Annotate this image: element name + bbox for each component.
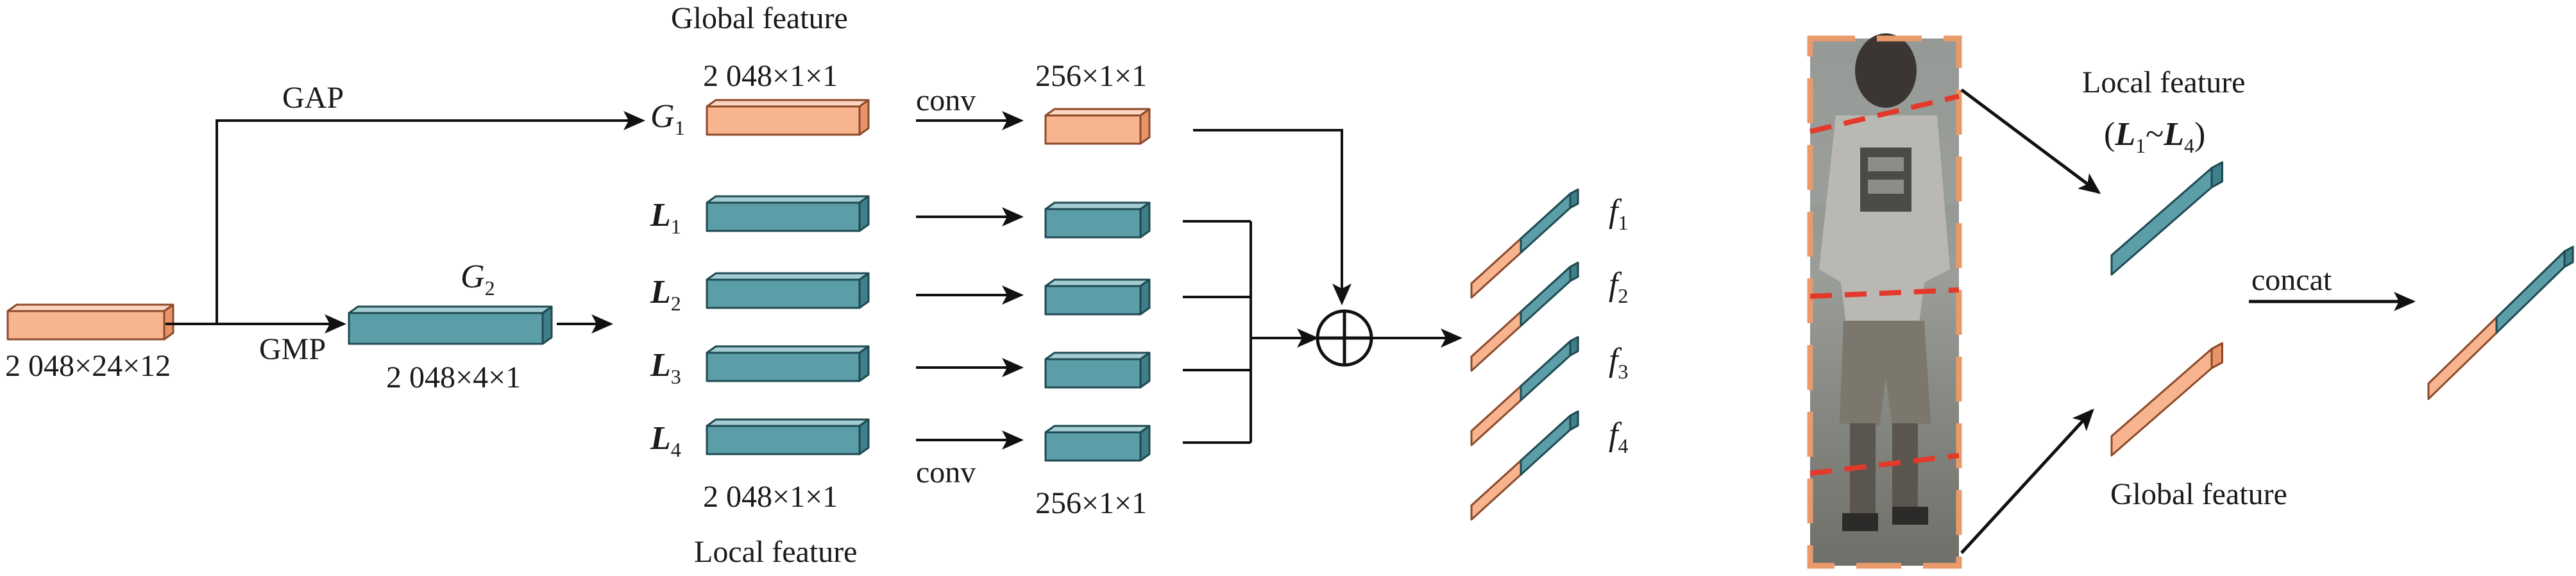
gap-branch-line [216, 111, 645, 324]
concat-feature-bar [2427, 246, 2574, 400]
g2-label: G2 [461, 258, 495, 300]
partition-line-3 [1809, 453, 1960, 476]
g1-label: G1 [650, 98, 685, 139]
f3-feature-bar [1470, 335, 1579, 446]
g1-to-sum-line [1193, 129, 1352, 305]
local-label-2: L2 [650, 274, 681, 315]
global-feature-right-label: Global feature [2110, 477, 2287, 511]
partition-line-1 [1809, 94, 1960, 134]
reduced-dim-bottom-label: 256×1×1 [1035, 486, 1147, 520]
conv-bottom-label: conv [916, 455, 976, 489]
conv-top-label: conv [916, 83, 976, 117]
l2-block [706, 272, 870, 309]
f4-label: f4 [1609, 416, 1628, 457]
reduced-dim-top-label: 256×1×1 [1035, 59, 1147, 93]
l4-block [706, 418, 870, 455]
partition-line-2 [1809, 287, 1960, 299]
gmp-label: GMP [259, 332, 326, 366]
f3-label: f3 [1609, 342, 1628, 383]
l3-reduced-block [1044, 352, 1151, 389]
pedestrian-image [1807, 33, 1962, 569]
feature-blocks [6, 99, 2574, 521]
f1-label: f1 [1609, 193, 1628, 234]
global-dim-label: 2 048×1×1 [703, 59, 838, 93]
l1-reduced-block [1044, 201, 1151, 239]
f1-feature-bar [1470, 188, 1579, 299]
local-label-3: L3 [650, 347, 681, 388]
l4-reduced-block [1044, 425, 1151, 462]
g2-block [348, 305, 553, 345]
image-border [1807, 35, 1962, 569]
global-feature-title: Global feature [671, 1, 848, 35]
image-to-global-arrow [1960, 409, 2094, 554]
global-feature-bar [2110, 342, 2223, 457]
l1-block [706, 195, 870, 232]
labels: 2 048×24×12 GAP GMP G2 2 048×4×1 Global … [5, 1, 2332, 569]
g2-dim-label: 2 048×4×1 [386, 360, 521, 394]
g1-block [706, 99, 870, 136]
gap-label: GAP [282, 81, 344, 115]
local-feature-right-label: Local feature [2082, 65, 2245, 99]
local-feature-bottom-label: Local feature [694, 535, 857, 569]
local-dim-label: 2 048×1×1 [703, 480, 838, 514]
person-head [1855, 33, 1917, 108]
f2-feature-bar [1470, 261, 1579, 372]
f4-feature-bar [1470, 410, 1579, 521]
image-to-local-arrow [1960, 88, 2101, 194]
connections [165, 111, 1462, 450]
sum-operator-icon [1316, 309, 1373, 367]
local-range-label: (L1~L4) [2104, 116, 2205, 157]
g1-reduced-block [1044, 108, 1151, 145]
person-shirt [1819, 115, 1950, 334]
l3-block [706, 345, 870, 382]
l2-reduced-block [1044, 278, 1151, 316]
concat-label: concat [2251, 263, 2332, 297]
input-dim-label: 2 048×24×12 [5, 349, 171, 383]
person-shorts [1840, 321, 1931, 427]
local-label-4: L4 [650, 420, 681, 461]
local-label-1: L1 [650, 197, 681, 238]
local-feature-bar [2110, 161, 2223, 276]
input-tensor-block [6, 303, 174, 341]
f2-label: f2 [1609, 266, 1628, 307]
